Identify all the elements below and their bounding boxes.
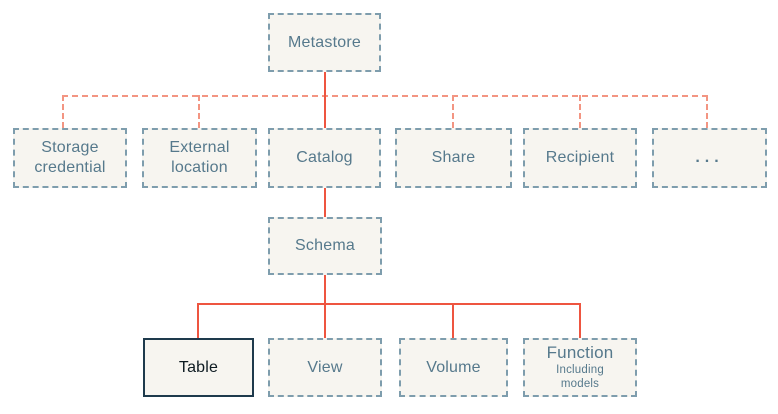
connector-top-bus (62, 95, 708, 97)
node-more: ... (652, 128, 767, 188)
connector-drop-storage-credential (62, 95, 64, 128)
node-metastore-label: Metastore (288, 33, 361, 51)
node-catalog: Catalog (268, 128, 381, 188)
node-view: View (268, 338, 382, 397)
node-function: Function Including models (523, 338, 637, 397)
node-storage-credential: Storage credential (13, 128, 127, 188)
node-catalog-label: Catalog (296, 149, 353, 166)
connector-drop-volume (452, 303, 454, 338)
connector-drop-function (579, 303, 581, 338)
node-schema-label: Schema (295, 237, 355, 254)
node-share-label: Share (431, 149, 476, 166)
node-external-location-label: External location (169, 139, 230, 176)
connector-drop-more (706, 95, 708, 128)
connector-catalog-schema (324, 188, 326, 217)
node-metastore: Metastore (268, 13, 381, 72)
node-table-label: Table (178, 358, 219, 376)
node-function-label: Function (546, 343, 614, 363)
connector-schema-bus (324, 275, 326, 305)
node-storage-credential-label: Storage credential (34, 139, 106, 176)
connector-drop-table (197, 303, 199, 338)
connector-bottom-bus (197, 303, 581, 305)
connector-metastore-catalog (324, 72, 326, 128)
node-volume: Volume (399, 338, 508, 397)
connector-drop-view (324, 303, 326, 338)
node-function-sublabel: Including models (556, 363, 604, 390)
connector-drop-share (452, 95, 454, 128)
node-recipient: Recipient (523, 128, 637, 188)
node-view-label: View (307, 358, 343, 376)
connector-drop-recipient (579, 95, 581, 128)
connector-drop-external-location (198, 95, 200, 128)
node-table: Table (143, 338, 254, 397)
node-more-label: ... (695, 149, 724, 166)
node-external-location: External location (142, 128, 257, 188)
node-schema: Schema (268, 217, 382, 275)
node-recipient-label: Recipient (545, 149, 615, 166)
node-volume-label: Volume (426, 358, 481, 376)
node-share: Share (395, 128, 512, 188)
